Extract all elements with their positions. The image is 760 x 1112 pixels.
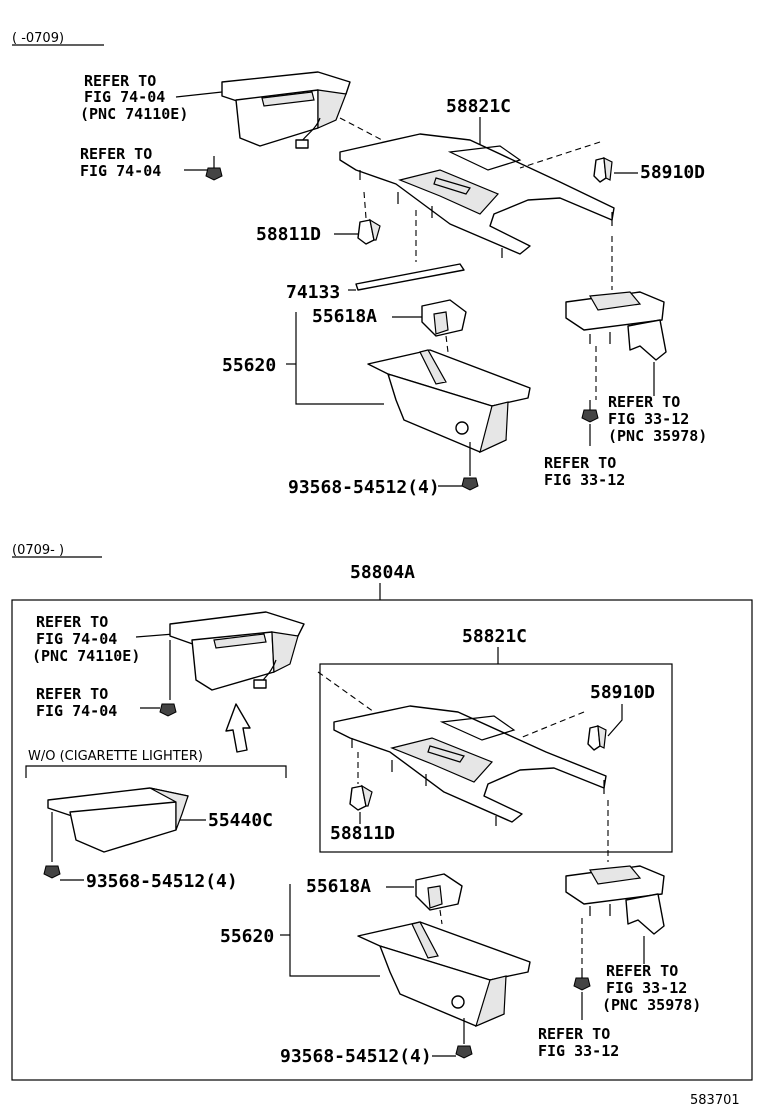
clip-58811d-part [357, 218, 381, 245]
variant-label-wo-cigarette-lighter: W/O (CIGARETTE LIGHTER) [28, 749, 203, 764]
refer-pnc-label: (PNC 35978) [608, 427, 707, 445]
strip-74133-part [355, 263, 465, 291]
shifter-assembly-part [565, 865, 665, 935]
part-number-58910d: 58910D [590, 682, 655, 703]
refer-pnc-label: (PNC 74110E) [80, 105, 188, 123]
screw-part [573, 968, 591, 1020]
part-number-58821c: 58821C [462, 626, 527, 647]
assembly-frame [11, 599, 753, 1081]
part-number-bolt: 93568-54512(4) [280, 1046, 432, 1067]
console-panel-part [333, 705, 607, 826]
insert-55618a-part [421, 299, 467, 337]
storage-box-part [367, 349, 531, 454]
part-number-55618a: 55618A [312, 306, 377, 327]
panel-subframe [319, 663, 673, 853]
period-label-top: ( -0709) [12, 31, 64, 46]
refer-to-label: REFER TO [36, 613, 108, 631]
part-number-55440c: 55440C [208, 810, 273, 831]
refer-fig-label: FIG 74-04 [36, 702, 117, 720]
refer-fig-label: FIG 33-12 [544, 471, 625, 489]
refer-to-label: REFER TO [80, 145, 152, 163]
refer-fig-label: FIG 74-04 [84, 88, 165, 106]
refer-fig-label: FIG 33-12 [538, 1042, 619, 1060]
bolt-part [461, 442, 479, 491]
screw-part [43, 812, 61, 879]
refer-fig-label: FIG 74-04 [80, 162, 161, 180]
arrow-icon [225, 703, 251, 753]
clip-58910d-part [587, 724, 607, 751]
switch-module-part [221, 71, 351, 149]
insert-55618a-part [415, 873, 463, 911]
assembly-number-58804a: 58804A [350, 562, 415, 583]
shifter-assembly-part [565, 291, 667, 361]
clip-58811d-part [349, 784, 373, 811]
part-number-74133: 74133 [286, 282, 340, 303]
refer-to-label: REFER TO [544, 454, 616, 472]
part-number-55620: 55620 [220, 926, 274, 947]
diagram-code: 583701 [690, 1093, 740, 1108]
console-panel-part [339, 133, 615, 258]
refer-fig-label: FIG 33-12 [608, 410, 689, 428]
part-number-58811d: 58811D [256, 224, 321, 245]
part-number-55618a: 55618A [306, 876, 371, 897]
period-label-bottom: (0709- ) [12, 543, 64, 558]
refer-to-label: REFER TO [36, 685, 108, 703]
screw-part [205, 156, 223, 181]
refer-to-label: REFER TO [84, 72, 156, 90]
part-number-58910d: 58910D [640, 162, 705, 183]
bolt-part [455, 1018, 473, 1059]
part-number-bolt: 93568-54512(4) [86, 871, 238, 892]
part-number-58821c: 58821C [446, 96, 511, 117]
bottom-section: (0709- ) 58804A REFER TO FIG 74-04 (PNC … [11, 543, 753, 1081]
refer-fig-label: FIG 33-12 [606, 979, 687, 997]
refer-pnc-label: (PNC 74110E) [32, 647, 140, 665]
part-number-bolt: 93568-54512(4) [288, 477, 440, 498]
refer-to-label: REFER TO [606, 962, 678, 980]
storage-box-part [357, 921, 531, 1028]
switch-module-part [169, 611, 305, 691]
ashtray-55440c-part [47, 787, 189, 853]
refer-fig-label: FIG 74-04 [36, 630, 117, 648]
screw-part [581, 400, 599, 446]
top-section: ( -0709) REFER TO FIG 74-04 (PNC 74110E)… [12, 31, 707, 498]
refer-to-label: REFER TO [538, 1025, 610, 1043]
refer-to-label: REFER TO [608, 393, 680, 411]
screw-part [159, 640, 177, 717]
refer-pnc-label: (PNC 35978) [602, 996, 701, 1014]
part-number-58811d: 58811D [330, 823, 395, 844]
clip-58910d-part [593, 156, 613, 183]
part-number-55620: 55620 [222, 355, 276, 376]
